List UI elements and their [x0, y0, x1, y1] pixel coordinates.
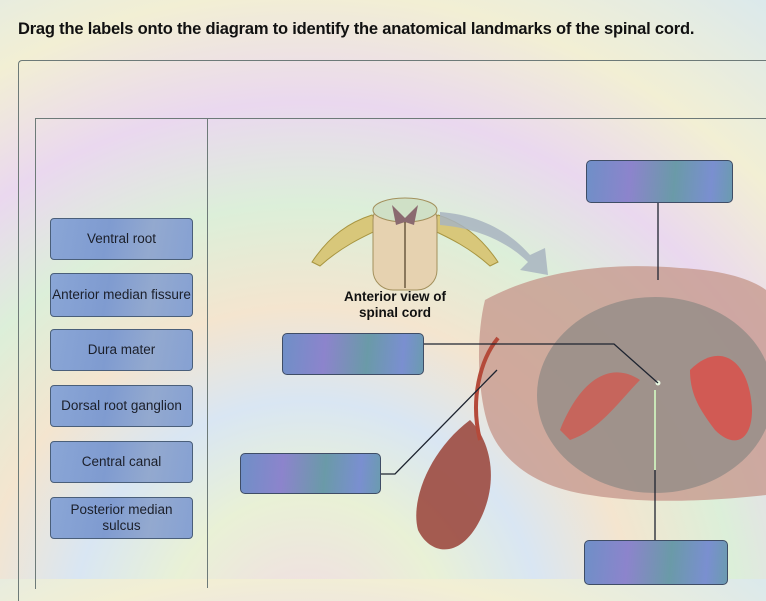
- spinal-cord-diagram: [311, 197, 766, 550]
- leader-lines: [381, 203, 659, 540]
- drop-zone-middle-left[interactable]: [282, 333, 424, 375]
- label-bank-divider: [207, 118, 208, 588]
- instruction-text: Drag the labels onto the diagram to iden…: [18, 20, 695, 38]
- label-ventral-root[interactable]: Ventral root: [50, 218, 193, 260]
- label-dorsal-root-ganglion[interactable]: Dorsal root ganglion: [50, 385, 193, 427]
- question-panel: [18, 60, 766, 601]
- drop-zone-bottom[interactable]: [584, 540, 728, 585]
- drop-zone-lower-left[interactable]: [240, 453, 381, 494]
- anterior-view-illustration: [311, 197, 548, 291]
- drag-drop-area: [35, 118, 766, 589]
- drop-zone-top[interactable]: [586, 160, 733, 203]
- diagram-caption: Anterior view of spinal cord: [343, 289, 446, 320]
- label-anterior-median-fissure[interactable]: Anterior median fissure: [50, 273, 193, 317]
- label-posterior-median-sulcus[interactable]: Posterior median sulcus: [50, 497, 193, 539]
- cross-section-micrograph: [416, 266, 766, 550]
- label-dura-mater[interactable]: Dura mater: [50, 329, 193, 371]
- label-central-canal[interactable]: Central canal: [50, 441, 193, 483]
